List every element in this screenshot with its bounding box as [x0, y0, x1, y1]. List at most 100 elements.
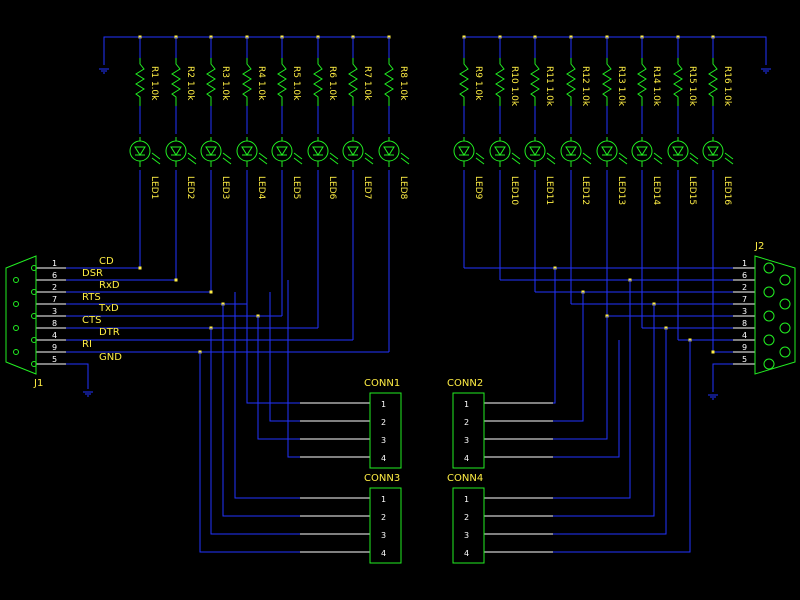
j2-pin-number: 4: [742, 331, 747, 340]
connector-j2-pin: [763, 286, 775, 298]
conn-pin-number: 4: [381, 549, 386, 558]
led-emission-arrow: [724, 152, 734, 160]
resistor-label: R16 1.0k: [722, 66, 732, 107]
conn-pin-number: 3: [464, 436, 469, 445]
connector-j2-pin: [779, 346, 791, 358]
j1-signal-label: GND: [99, 352, 122, 363]
led-emission-arrow: [400, 152, 410, 160]
connector-j1-ref: J1: [33, 378, 43, 389]
wire: [553, 292, 584, 422]
conn-pin-number: 1: [464, 400, 469, 409]
j1-signal-label: DTR: [99, 327, 120, 338]
led-diode-triangle: [672, 146, 684, 156]
resistor-label: R13 1.0k: [616, 66, 626, 107]
connector-j1-pin: [13, 277, 19, 283]
led-emission-arrow: [258, 152, 268, 160]
led-body: [200, 140, 222, 162]
resistor-r3: [206, 58, 216, 106]
led-emission-arrow: [187, 157, 197, 165]
led-body: [236, 140, 258, 162]
connector-j1-pin: [31, 337, 37, 343]
resistor-label: R3 1.0k: [220, 66, 230, 101]
wires-layer: [36, 35, 771, 553]
conn-pin-number: 2: [381, 418, 386, 427]
resistor-label: R8 1.0k: [398, 66, 408, 101]
conn-pin-number: 1: [464, 495, 469, 504]
wire: [553, 340, 620, 458]
resistor-r12: [566, 58, 576, 106]
led-10: [489, 137, 521, 167]
connector-j2-body: [754, 255, 796, 375]
conn-pin-number: 3: [381, 531, 386, 540]
j1-signal-label: RI: [82, 339, 92, 350]
resistor-r11: [530, 58, 540, 106]
connector-j2-pin: [763, 358, 775, 370]
led-emission-arrow: [546, 152, 556, 160]
led-body: [631, 140, 653, 162]
conn-pin-number: 3: [464, 531, 469, 540]
ground-j1: [83, 391, 93, 397]
connector-j1-body: [5, 255, 37, 375]
led-diode-triangle: [347, 146, 359, 156]
led-body: [702, 140, 724, 162]
connector-j2-pin: [763, 334, 775, 346]
j1-pin-number: 7: [52, 295, 57, 304]
led-body: [667, 140, 689, 162]
led-label: LED6: [327, 176, 337, 200]
components-layer: [5, 58, 796, 564]
j2-pin-number: 3: [742, 307, 747, 316]
led-body: [560, 140, 582, 162]
conn-block-1: [369, 392, 402, 469]
led-label: LED15: [687, 176, 697, 205]
resistor-r14: [637, 58, 647, 106]
connector-j1-pin: [31, 289, 37, 295]
led-emission-arrow: [511, 152, 521, 160]
led-emission-arrow: [724, 157, 734, 165]
left-top-rail: [103, 36, 389, 65]
resistor-r16: [708, 58, 718, 106]
led-emission-arrow: [151, 157, 161, 165]
led-label: LED5: [291, 176, 301, 199]
conn-pin-number: 2: [464, 418, 469, 427]
j1-signal-label: RxD: [99, 280, 120, 291]
junction-dot: [138, 266, 142, 270]
led-diode-triangle: [458, 146, 470, 156]
led-emission-arrow: [546, 157, 556, 165]
led-diode-triangle: [383, 146, 395, 156]
connector-j1-pin: [13, 325, 19, 331]
led-7: [342, 137, 374, 167]
conn-block-2: [452, 392, 485, 469]
connector-j2-pin: [763, 310, 775, 322]
led-emission-arrow: [329, 152, 339, 160]
led-diode-triangle: [241, 146, 253, 156]
led-diode-triangle: [529, 146, 541, 156]
led-label: LED12: [580, 176, 590, 205]
wire: [222, 304, 300, 517]
j2-pin-number: 2: [742, 283, 747, 292]
j1-pin-number: 5: [52, 355, 57, 364]
conn-block-4: [452, 487, 485, 564]
j1-signal-label: TxD: [98, 303, 119, 314]
resistor-label: R7 1.0k: [362, 66, 372, 101]
connector-j2-pin: [779, 298, 791, 310]
led-label: LED8: [398, 176, 408, 200]
led-emission-arrow: [689, 152, 699, 160]
led-12: [560, 137, 592, 167]
j1-pin-number: 2: [52, 283, 57, 292]
led-14: [631, 137, 663, 167]
resistor-r1: [135, 58, 145, 106]
led-label: LED3: [220, 176, 230, 199]
led-diode-triangle: [707, 146, 719, 156]
led-emission-arrow: [475, 157, 485, 165]
led-diode-triangle: [494, 146, 506, 156]
wire: [553, 328, 667, 535]
led-emission-arrow: [618, 157, 628, 165]
conn-pin-number: 4: [464, 454, 469, 463]
led-body: [489, 140, 511, 162]
resistor-label: R15 1.0k: [687, 66, 697, 107]
connector-j2-pin: [779, 274, 791, 286]
wire: [246, 304, 300, 404]
connector-j1-pin: [31, 361, 37, 367]
j1-pin-number: 1: [52, 259, 57, 268]
